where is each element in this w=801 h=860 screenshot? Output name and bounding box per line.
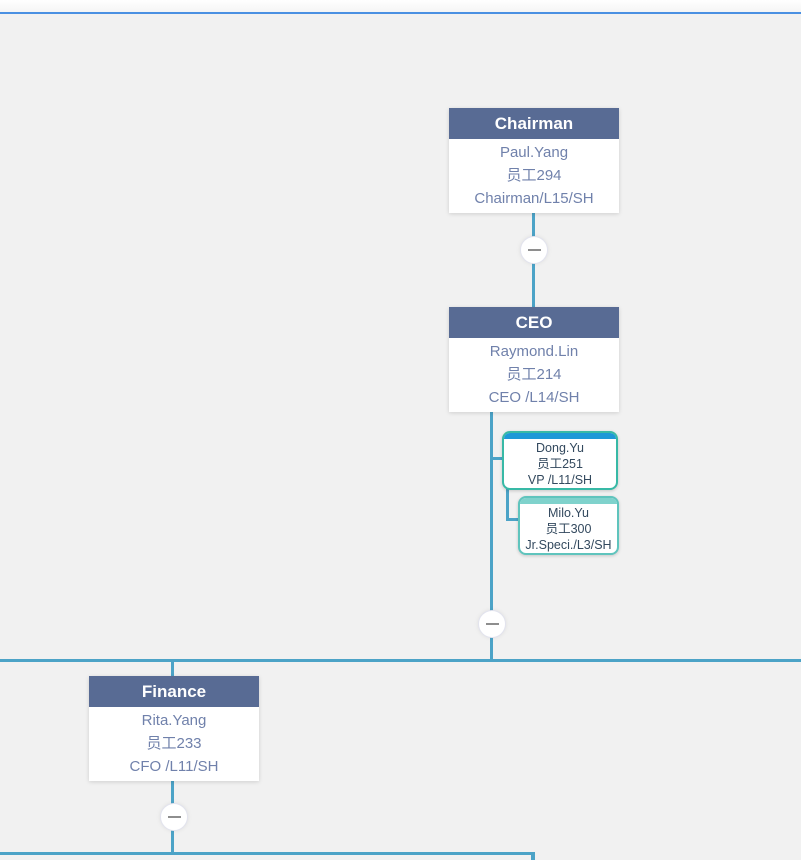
connector-elbow-assistant-2-vertical	[506, 489, 509, 521]
assistant-node-dong-yu[interactable]: Dong.Yu 员工251 VP /L11/SH	[502, 431, 618, 490]
connector-ceo-down	[490, 412, 493, 660]
node-person-name: Raymond.Lin	[489, 343, 579, 360]
connector-level3-row	[0, 852, 535, 855]
node-person-name: Paul.Yang	[499, 144, 569, 161]
node-employee-id: 员工214	[506, 366, 562, 383]
node-person-name: Dong.Yu	[536, 441, 584, 455]
node-role: CFO /L11/SH	[129, 758, 219, 775]
connector-level2-row	[0, 659, 801, 662]
collapse-button-finance[interactable]	[160, 803, 188, 831]
minus-icon	[167, 816, 181, 818]
node-employee-id: 员工300	[545, 522, 592, 536]
node-person-name: Milo.Yu	[548, 506, 589, 520]
node-role: CEO /L14/SH	[488, 389, 580, 406]
node-title: CEO	[449, 307, 619, 338]
collapse-button-ceo[interactable]	[478, 610, 506, 638]
node-employee-id: 员工251	[537, 457, 583, 471]
node-employee-id: 员工294	[506, 167, 562, 184]
top-gradient-strip	[0, 0, 801, 12]
node-role: Jr.Speci./L3/SH	[525, 538, 612, 552]
node-role: VP /L11/SH	[527, 473, 593, 487]
connector-stub-level3-child	[531, 852, 535, 860]
org-node-finance[interactable]: Finance Rita.Yang 员工233 CFO /L11/SH	[89, 676, 259, 781]
org-node-chairman[interactable]: Chairman Paul.Yang 员工294 Chairman/L15/SH	[449, 108, 619, 213]
node-role: Chairman/L15/SH	[474, 190, 594, 207]
minus-icon	[527, 249, 541, 251]
node-employee-id: 员工233	[146, 735, 202, 752]
top-border-line	[0, 12, 801, 14]
collapse-button-chairman[interactable]	[520, 236, 548, 264]
minus-icon	[485, 623, 499, 625]
assistant-color-strip	[520, 498, 617, 504]
node-title: Chairman	[449, 108, 619, 139]
connector-stub-finance	[171, 661, 174, 676]
connector-stub-assistant-1	[491, 457, 503, 460]
assistant-node-milo-yu[interactable]: Milo.Yu 员工300 Jr.Speci./L3/SH	[518, 496, 619, 555]
node-title: Finance	[89, 676, 259, 707]
assistant-color-strip	[504, 433, 616, 439]
connector-elbow-assistant-2-horizontal	[506, 518, 519, 521]
node-person-name: Rita.Yang	[141, 712, 207, 729]
org-node-ceo[interactable]: CEO Raymond.Lin 员工214 CEO /L14/SH	[449, 307, 619, 412]
